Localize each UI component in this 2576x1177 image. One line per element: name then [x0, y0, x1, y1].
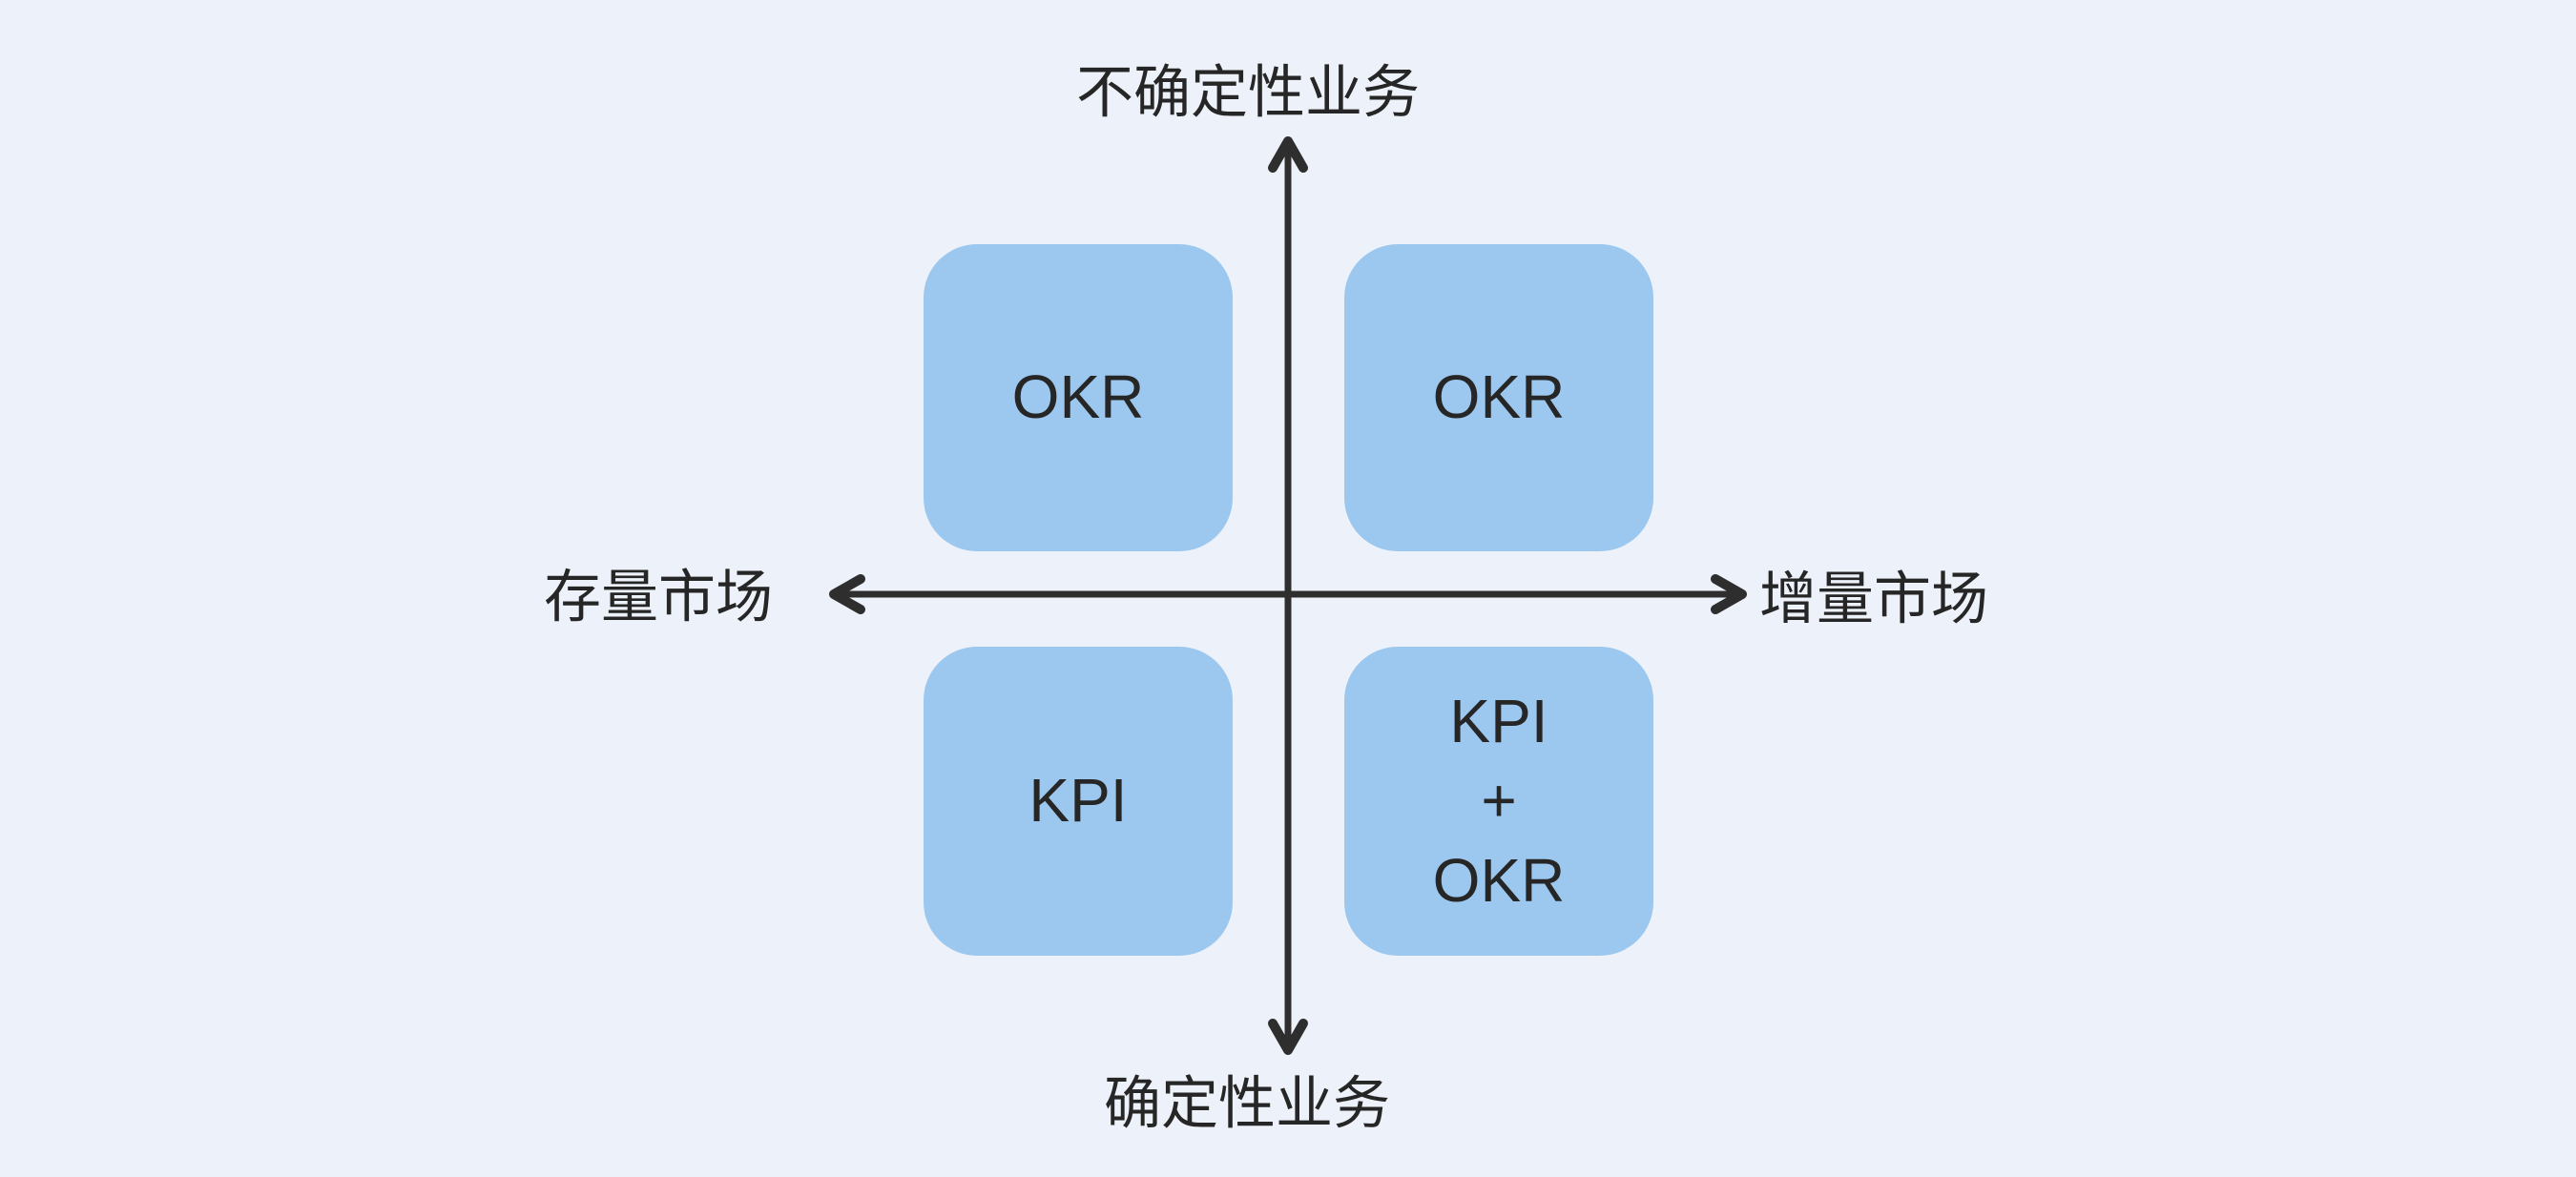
quadrant-label-line: KPI [1449, 687, 1548, 756]
arrowhead-left-icon [829, 574, 865, 614]
arrowhead-up-icon [1268, 136, 1308, 173]
quadrant-bottom-left: KPI [924, 647, 1233, 956]
quadrant-bottom-right: KPI + OKR [1344, 647, 1653, 956]
axis-label-right: 增量市场 [1759, 567, 1988, 631]
quadrant-label: OKR [1011, 362, 1145, 432]
quadrant-top-left: OKR [924, 244, 1233, 551]
arrowhead-right-icon [1711, 574, 1747, 614]
quadrant-label: KPI [1028, 766, 1128, 836]
quadrant-label-line: + [1481, 766, 1517, 836]
quadrant-label: OKR [1432, 362, 1566, 432]
axis-label-bottom: 确定性业务 [1104, 1071, 1390, 1136]
axis-label-left: 存量市场 [544, 565, 773, 630]
arrowhead-down-icon [1268, 1019, 1308, 1055]
axis-label-top: 不确定性业务 [1076, 60, 1420, 125]
quadrant-label-line: OKR [1432, 845, 1566, 915]
quadrant-top-right: OKR [1344, 244, 1653, 551]
